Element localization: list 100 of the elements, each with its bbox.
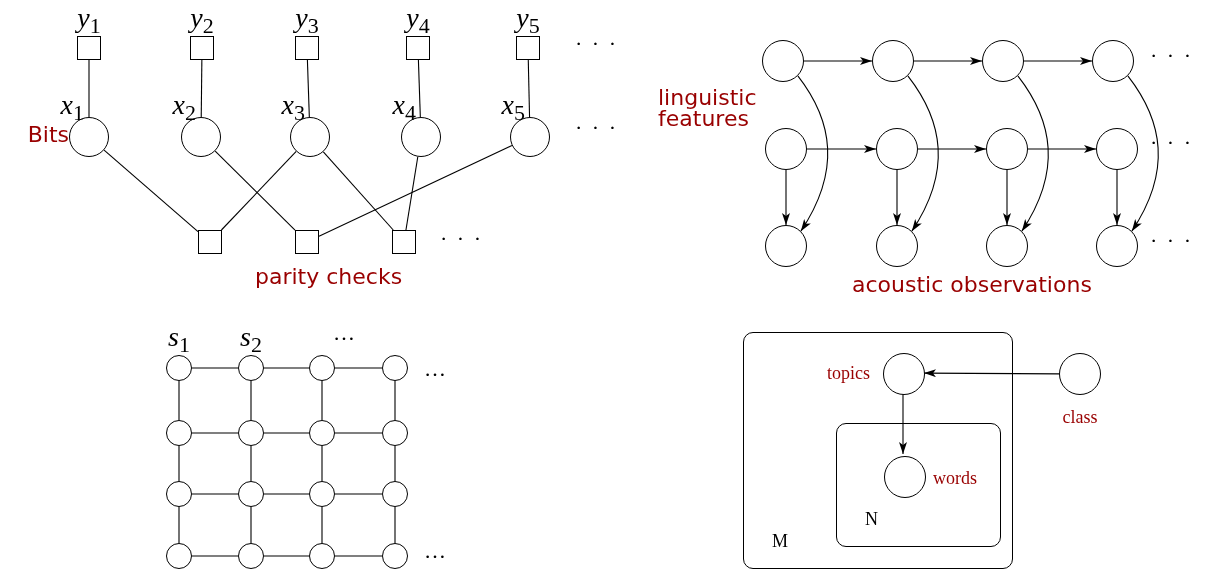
connector-line (321, 445, 323, 482)
variable-circle (986, 128, 1028, 170)
arrow (1023, 57, 1093, 65)
arrow (1003, 169, 1011, 226)
connector-line (178, 506, 180, 544)
group-label: acoustic observations (852, 274, 1092, 296)
variable-label: s$_{2}$ (240, 323, 262, 356)
arrow (782, 169, 790, 226)
variable-label: x$_{4}$ (392, 90, 416, 124)
variable-circle (876, 225, 918, 267)
variable-label: y$_{4}$ (406, 4, 430, 37)
plate-box (836, 423, 1001, 547)
variable-circle (1096, 128, 1138, 170)
variable-label: y$_{5}$ (516, 4, 540, 37)
variable-circle (765, 225, 807, 267)
connector-line (263, 555, 310, 557)
variable-label: x$_{5}$ (501, 90, 525, 124)
dots-text: · · · (1150, 45, 1193, 67)
variable-circle (309, 355, 335, 381)
variable-circle (166, 543, 192, 569)
factor-square (198, 230, 222, 254)
plate-box (743, 332, 1013, 569)
connector-line (394, 380, 396, 421)
variable-circle (309, 420, 335, 446)
variable-circle (166, 420, 192, 446)
variable-circle (309, 481, 335, 507)
variable-circle (166, 481, 192, 507)
arrow (923, 369, 1060, 378)
variable-circle (876, 128, 918, 170)
connector-line (306, 59, 310, 118)
variable-circle (765, 128, 807, 170)
variable-circle (238, 543, 264, 569)
ellipsis: … (424, 540, 448, 562)
node-label: class (1062, 408, 1098, 426)
arrow (893, 169, 901, 226)
arrow (1027, 145, 1097, 153)
variable-circle (1092, 40, 1134, 82)
connector-line (178, 445, 180, 482)
group-label: linguistic features (658, 88, 758, 130)
connector-line (321, 506, 323, 544)
arrow (1113, 169, 1121, 226)
group-label: Bits (27, 124, 69, 146)
variable-circle (1096, 225, 1138, 267)
variable-label: x$_{2}$ (172, 90, 196, 124)
connector-line (191, 555, 239, 557)
connector-line (334, 432, 383, 434)
connector-line (250, 380, 252, 421)
dots-text: · · · (1150, 230, 1193, 252)
connector-line (334, 555, 383, 557)
ellipsis: … (424, 358, 448, 380)
dots-text: · · · (575, 33, 618, 55)
arrow (899, 393, 907, 455)
variable-label: y$_{1}$ (77, 4, 101, 37)
connector-line (263, 493, 310, 495)
connector-line (178, 380, 180, 421)
variable-circle (382, 543, 408, 569)
connector-line (394, 445, 396, 482)
variable-label: x$_{3}$ (281, 90, 305, 124)
connector-line (191, 367, 239, 369)
arrow (1017, 75, 1049, 232)
variable-label: x$_{1}$ (60, 90, 84, 124)
variable-circle (982, 40, 1024, 82)
factor-square (295, 230, 319, 254)
arrow (907, 75, 939, 232)
group-label: parity checks (255, 266, 403, 288)
variable-circle (238, 481, 264, 507)
connector-line (250, 506, 252, 544)
variable-label: s$_{1}$ (168, 323, 190, 356)
connector-line (191, 432, 239, 434)
connector-line (322, 151, 394, 231)
connector-line (417, 59, 421, 118)
dots-text: · · · (1150, 132, 1193, 154)
variable-circle (986, 225, 1028, 267)
arrow (803, 57, 873, 65)
arrow (917, 145, 987, 153)
variable-circle (872, 40, 914, 82)
connector-line (334, 367, 383, 369)
connector-line (405, 156, 419, 231)
arrow (806, 145, 877, 153)
arrow (797, 75, 829, 232)
ellipsis: … (333, 322, 357, 344)
dots-text: · · · (440, 228, 483, 250)
variable-circle (238, 420, 264, 446)
variable-circle (382, 481, 408, 507)
variable-circle (762, 40, 804, 82)
connector-line (263, 432, 310, 434)
node-label: words (933, 469, 977, 487)
plate-label: M (772, 532, 788, 550)
variable-circle (309, 543, 335, 569)
arrow (1127, 75, 1159, 232)
connector-line (88, 59, 90, 118)
arrow (913, 57, 983, 65)
connector-line (527, 59, 531, 118)
connector-line (321, 380, 323, 421)
node-label: topics (827, 364, 870, 382)
variable-label: y$_{2}$ (190, 4, 214, 37)
connector-line (394, 506, 396, 544)
variable-circle (382, 355, 408, 381)
connector-line (103, 149, 199, 233)
factor-square (392, 230, 416, 254)
